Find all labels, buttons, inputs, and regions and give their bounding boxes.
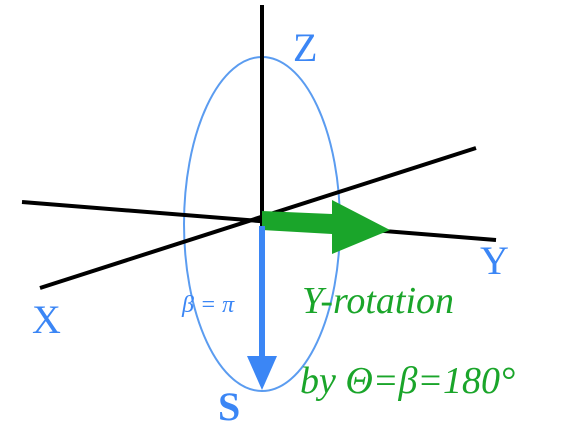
x-axis-label: X bbox=[32, 297, 61, 342]
caption-line2: by Θ=β=180° bbox=[300, 360, 515, 402]
caption-line1: Y-rotation bbox=[302, 280, 454, 322]
spin-vector bbox=[247, 226, 277, 390]
x-axis-line bbox=[39, 146, 477, 290]
y-axis-label: Y bbox=[480, 238, 509, 283]
angle-label: β = π bbox=[181, 292, 235, 318]
rotation-arrow bbox=[262, 200, 390, 254]
y-axis-line bbox=[21, 200, 497, 242]
z-axis-label: Z bbox=[293, 25, 317, 70]
spin-label: S bbox=[218, 384, 240, 427]
